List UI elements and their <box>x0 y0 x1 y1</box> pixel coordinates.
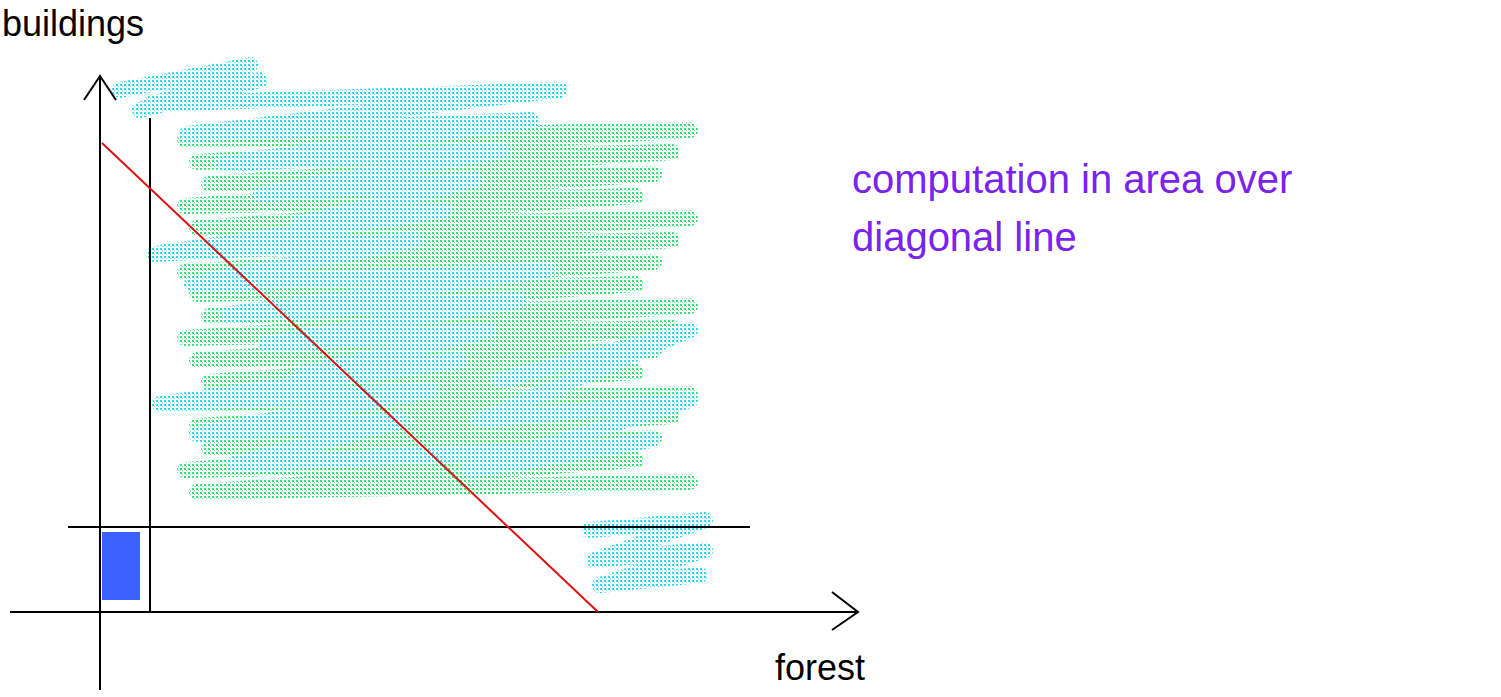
x-axis <box>10 611 858 613</box>
axis-label: forest <box>775 648 865 688</box>
scribble-stroke <box>120 65 260 110</box>
scribble-stroke <box>470 330 690 470</box>
axis-label: buildings <box>2 4 144 44</box>
x-arrowhead <box>832 592 858 630</box>
scribble-area <box>120 65 705 585</box>
diagonal-line <box>102 143 598 612</box>
blue-bar <box>102 532 140 600</box>
y-axis <box>99 76 101 690</box>
scribble-stroke <box>590 520 705 585</box>
y-arrowhead <box>84 76 116 100</box>
annotation-text: computation in area over diagonal line <box>852 150 1452 266</box>
threshold-line <box>149 118 151 612</box>
threshold-line <box>68 526 750 528</box>
